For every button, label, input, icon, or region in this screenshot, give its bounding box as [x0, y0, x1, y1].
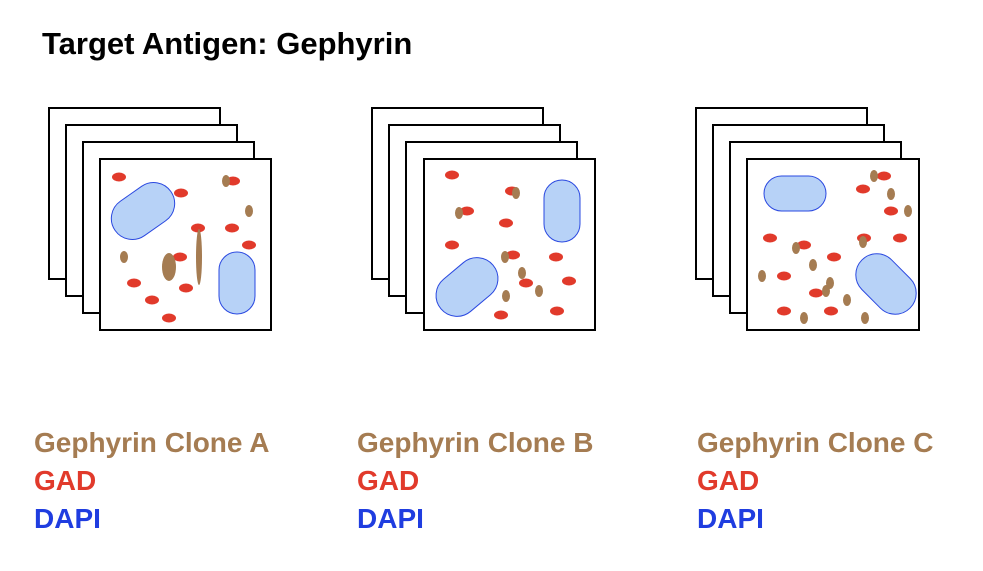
gephyrin-puncta [758, 170, 912, 324]
gad-punctum [877, 171, 891, 181]
gephyrin-punctum [904, 205, 912, 217]
gephyrin-label: Gephyrin Clone A [34, 427, 270, 458]
dapi-nuclei [763, 175, 917, 315]
gad-punctum [797, 240, 811, 250]
gad-punctum [777, 271, 791, 281]
gad-punctum [824, 306, 838, 316]
gad-puncta [763, 171, 907, 316]
legend-clone-a: Gephyrin Clone A GAD DAPI [34, 424, 269, 538]
gephyrin-punctum [822, 285, 830, 297]
gad-punctum [179, 283, 193, 293]
gad-punctum [174, 188, 188, 198]
dapi-nuclei [435, 179, 581, 317]
gephyrin-punctum [196, 229, 202, 285]
nucleus [435, 257, 499, 317]
gephyrin-punctum [843, 294, 851, 306]
gephyrin-punctum [245, 205, 253, 217]
gad-punctum [127, 278, 141, 288]
gad-punctum [494, 310, 508, 320]
gephyrin-punctum [162, 253, 176, 281]
gad-punctum [460, 206, 474, 216]
legend-clone-b: Gephyrin Clone B GAD DAPI [357, 424, 593, 538]
gad-punctum [893, 233, 907, 243]
gephyrin-punctum [535, 285, 543, 297]
gephyrin-punctum [861, 312, 869, 324]
dapi-nuclei [110, 182, 256, 315]
image-stack-clone-b [371, 107, 596, 331]
gephyrin-punctum [502, 290, 510, 302]
gad-label: GAD [357, 465, 420, 496]
gephyrin-punctum [870, 170, 878, 182]
gephyrin-punctum [887, 188, 895, 200]
gad-puncta [445, 170, 576, 320]
gad-punctum [162, 313, 176, 323]
gad-label: GAD [697, 465, 760, 496]
dapi-label: DAPI [357, 503, 424, 534]
gephyrin-punctum [501, 251, 509, 263]
gad-punctum [112, 172, 126, 182]
gad-punctum [191, 223, 205, 233]
gad-punctum [445, 240, 459, 250]
gad-punctum [506, 250, 520, 260]
gad-punctum [763, 233, 777, 243]
gephyrin-punctum [120, 251, 128, 263]
nucleus [543, 179, 581, 243]
gephyrin-punctum [512, 187, 520, 199]
gad-punctum [499, 218, 513, 228]
nucleus [218, 251, 256, 315]
gad-punctum [145, 295, 159, 305]
gad-punctum [519, 278, 533, 288]
gad-punctum [242, 240, 256, 250]
gad-punctum [445, 170, 459, 180]
gad-punctum [827, 252, 841, 262]
image-stack-clone-a [48, 107, 272, 331]
gephyrin-puncta [455, 187, 543, 302]
nucleus [110, 182, 176, 240]
gephyrin-punctum [809, 259, 817, 271]
page-title: Target Antigen: Gephyrin [42, 26, 413, 61]
image-stack-clone-c [695, 107, 920, 331]
gephyrin-punctum [859, 236, 867, 248]
gephyrin-punctum [222, 175, 230, 187]
gad-punctum [550, 306, 564, 316]
nucleus [763, 175, 827, 212]
gephyrin-label: Gephyrin Clone C [697, 427, 934, 458]
gephyrin-label: Gephyrin Clone B [357, 427, 594, 458]
legend-clone-c: Gephyrin Clone C GAD DAPI [697, 424, 933, 538]
gad-punctum [173, 252, 187, 262]
gad-punctum [777, 306, 791, 316]
gad-punctum [562, 276, 576, 286]
dapi-label: DAPI [697, 503, 764, 534]
gephyrin-punctum [455, 207, 463, 219]
dapi-label: DAPI [34, 503, 101, 534]
gad-punctum [549, 252, 563, 262]
gad-punctum [809, 288, 823, 298]
gephyrin-punctum [518, 267, 526, 279]
gephyrin-punctum [792, 242, 800, 254]
gephyrin-punctum [758, 270, 766, 282]
gad-punctum [856, 184, 870, 194]
gephyrin-puncta [120, 175, 253, 285]
gephyrin-punctum [800, 312, 808, 324]
gad-label: GAD [34, 465, 97, 496]
gad-punctum [225, 223, 239, 233]
gad-punctum [884, 206, 898, 216]
